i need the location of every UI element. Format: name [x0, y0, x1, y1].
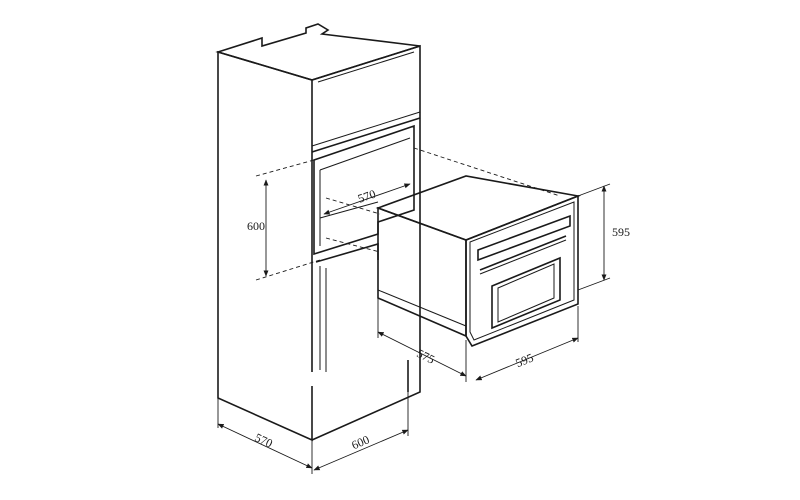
upper-compartment-edge [311, 117, 421, 153]
dim-niche-height-label: 600 [247, 219, 265, 233]
dimension-niche-height: 600 [247, 179, 269, 277]
oven-side-face [377, 206, 467, 338]
dimension-cabinet-depth: 570 [217, 423, 313, 469]
cabinet-top [215, 23, 421, 81]
dimension-oven-depth: 575 [377, 331, 467, 377]
tall-cabinet [215, 23, 421, 442]
oven-front-frame [465, 194, 579, 347]
cabinet-front-inner-edge [317, 51, 415, 83]
oven-door-handle-lower [479, 239, 567, 275]
oven-door-handle [479, 235, 567, 271]
oven-front-frame-inner [469, 201, 575, 341]
built-in-oven [375, 175, 581, 347]
cabinet-side-panel [217, 50, 313, 442]
dimension-oven-height: 595 [601, 185, 630, 281]
oven-door-window [491, 256, 561, 330]
cabinet-front-upper [311, 44, 421, 441]
dim-oven-height-label: 595 [612, 225, 630, 239]
oven-control-panel [477, 214, 571, 262]
dim-oven-width-label: 595 [514, 350, 536, 370]
dimension-cabinet-width: 600 [313, 429, 409, 471]
dim-niche-depth-label: 570 [356, 187, 378, 206]
dimension-niche-depth: 570 [323, 183, 411, 215]
upper-compartment-edge-inner [311, 111, 421, 147]
dim-oven-depth-label: 575 [415, 346, 437, 366]
cabinet-lower-door [315, 242, 379, 263]
oven-side-lower-edge [377, 289, 467, 327]
oven-door-window-inner [497, 263, 555, 323]
dimension-oven-width: 595 [475, 337, 579, 381]
dim-cabinet-depth-label: 570 [253, 430, 275, 450]
oven-niche-inner [319, 137, 411, 171]
dim-cabinet-width-label: 600 [349, 432, 371, 452]
